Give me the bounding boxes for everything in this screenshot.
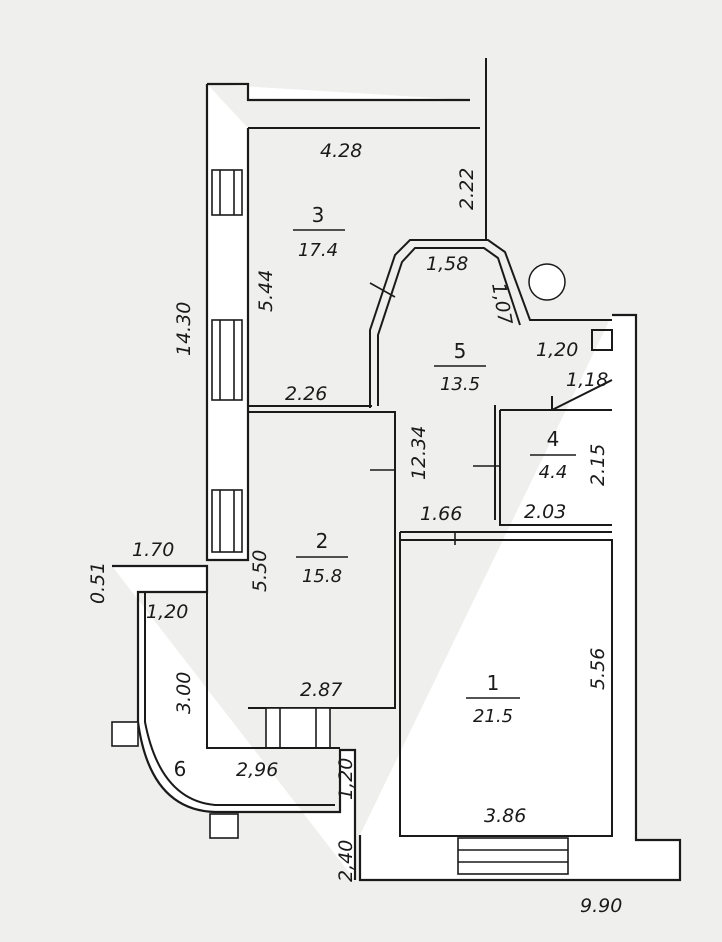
window-room2-bottom [265,707,331,749]
balcony-post-bottom [209,813,239,839]
hall-walls [369,239,612,408]
room-labels: 3 17.4 5 13.5 4 4.4 2 15.8 1 21.5 6 [174,203,576,781]
dim-hall-gap: 1.66 [420,503,462,525]
right-exterior-wall [358,313,682,882]
dim-balcony-width: 2,96 [236,759,278,781]
dim-corridor-edge: 1,58 [426,253,468,275]
window-room3-top [211,169,243,216]
dim-balcony-length: 3.00 [173,672,195,714]
dim-balcony-bottom: 2,40 [335,840,357,882]
dim-room4-width: 2.03 [524,501,566,523]
exterior-walls [205,58,682,882]
dim-room1-height: 5.56 [587,648,609,690]
room4-area: 4.4 [539,462,568,483]
hall-room1-wall [399,531,612,540]
windows [211,169,569,875]
balcony-post-left [111,721,139,747]
dim-room3-width: 4.28 [320,140,362,162]
balcony-wall [112,564,357,880]
dim-room4-height: 2.15 [587,444,609,486]
hall-inner-walls [377,247,521,406]
dim-bath-top: 1,20 [536,339,578,361]
dimension-labels: 4.28 2.22 5.44 1,58 1,07 1,20 1,18 2.15 … [87,140,622,917]
dim-room2-width: 2.87 [300,679,342,701]
dim-balcony-depth: 0.51 [87,562,109,604]
dim-room1-width: 3.86 [484,805,526,827]
dim-overall-height: 14.30 [173,302,195,356]
dim-room4-top: 1,18 [566,369,608,391]
room1-area: 21.5 [473,706,513,727]
dim-overall-width: 9.90 [580,895,622,917]
window-room2 [211,489,243,553]
dim-room3-height: 5.44 [255,270,277,312]
room6-number: 6 [174,757,187,781]
dim-room2-top: 2.26 [285,383,327,405]
balcony [111,564,357,880]
room2-number: 2 [316,529,329,553]
room4-number: 4 [547,427,560,451]
room2-area: 15.8 [302,566,342,587]
room1-number: 1 [487,671,500,695]
door-tick-4 [369,282,396,298]
dim-top-right-height: 2.22 [456,168,478,210]
balcony-inner [144,592,340,806]
window-room3-bottom [211,319,243,401]
dim-balcony-end: 1,20 [335,758,357,800]
room4-walls [494,405,612,526]
dim-balcony-top: 1.70 [132,539,174,561]
room1-walls [399,539,613,837]
room3-room2-wall [248,405,372,413]
riser-circle [528,263,566,301]
dim-hall-height: 12.34 [408,426,430,480]
window-room1 [457,837,569,875]
dim-room2-height: 5.50 [249,550,271,592]
dim-balcony-side: 1,20 [146,601,188,623]
room5-area: 13.5 [440,374,480,395]
dim-diagonal-edge: 1,07 [487,281,516,326]
bath-diagonal [551,379,613,411]
room5-number: 5 [454,339,467,363]
room3-area: 17.4 [298,240,338,261]
room3-number: 3 [312,203,325,227]
bath-niche [591,329,613,351]
